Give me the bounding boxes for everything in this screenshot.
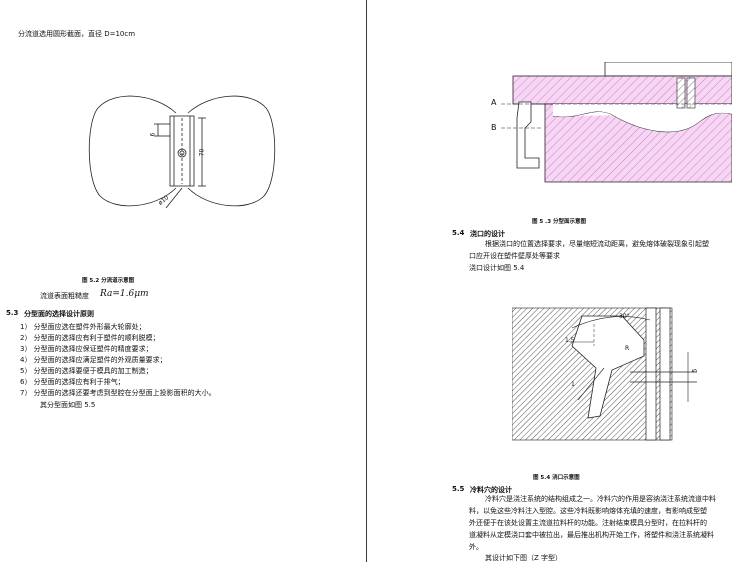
list-item: 7） 分型面的选择还要考虑到型腔在分型面上投影面积的大小。 bbox=[20, 389, 216, 397]
gate-figure bbox=[512, 307, 697, 441]
label-b: B bbox=[491, 123, 497, 132]
runner-bar bbox=[169, 115, 195, 187]
runner-figure bbox=[88, 95, 276, 209]
top-plate bbox=[604, 62, 732, 77]
figure-5-4-caption: 图 5.4 浇口示意图 bbox=[533, 475, 580, 481]
cold-well-line: 冷料穴是浇注系统的结构组成之一。冷料穴的作用是容纳浇注系统流道中料 bbox=[485, 495, 716, 503]
list-item: 1） 分型面应选在塑件外形最大轮廓处； bbox=[20, 323, 146, 331]
principles-list: 1） 分型面应选在塑件外形最大轮廓处； 2） 分型面的选择应有利于塑件的顺利脱模… bbox=[20, 322, 216, 399]
dim-1: 1 bbox=[571, 381, 575, 388]
list-item: 4） 分型面的选择应满足塑件的外观质量要求； bbox=[20, 356, 167, 364]
section-5-5-closing: 其设计如下图（Z 字型） bbox=[485, 554, 563, 562]
list-item: 3） 分型面的选择应保证塑件的精度要求； bbox=[20, 345, 153, 353]
right-page: A B 图 5 .3 分型面示意图 5.4 浇口的设计 根据浇口的位置选择要求，… bbox=[369, 0, 732, 562]
parting-figure bbox=[501, 62, 732, 183]
figure-5-2-caption: 图 5.2 分流道示意图 bbox=[82, 278, 135, 284]
dim-1-5: 1.5 bbox=[565, 337, 575, 344]
dim-70: 70 bbox=[198, 148, 206, 157]
gate-para-line1: 根据浇口的位置选择要求，尽量缩短流动距离，避免熔体破裂现象引起塑 bbox=[485, 240, 709, 248]
left-lobe-outline bbox=[88, 95, 177, 207]
ejector-hook bbox=[516, 101, 540, 169]
cold-well-line: 外还便于在该处设置主流道拉料杆的功能。注射结束模具分型时，在拉料杆的 bbox=[469, 519, 707, 527]
section-5-3-number: 5.3 bbox=[6, 309, 19, 317]
cold-well-line: 道凝料从定模浇口套中被拉出，最后推出机构开始工作，将塑件和浇注系统凝料 bbox=[469, 531, 714, 539]
gate-channel bbox=[571, 315, 645, 419]
roughness-formula: Ra=1.6μm bbox=[100, 289, 149, 299]
section-5-4-title: 浇口的设计 bbox=[470, 230, 505, 238]
list-item: 5） 分型面的选择要便于模具的加工制造； bbox=[20, 367, 153, 375]
dim-6: 6 bbox=[149, 132, 157, 137]
list-item: 6） 分型面的选择应有利于排气； bbox=[20, 378, 125, 386]
page-divider bbox=[365, 0, 367, 562]
section-5-3-title: 分型面的选择设计原则 bbox=[24, 310, 94, 318]
section-5-3-closing: 其分型面如图 5.5 bbox=[40, 401, 96, 409]
dim-5: 5 bbox=[691, 368, 699, 373]
label-a: A bbox=[491, 98, 497, 107]
gate-para-line3: 浇口设计如图 5.4 bbox=[469, 264, 525, 272]
figure-5-3-caption: 图 5 .3 分型面示意图 bbox=[532, 219, 586, 225]
dim-30deg: 30° bbox=[619, 313, 630, 320]
gate-para-line2: 口应开设在塑件壁厚处等要求 bbox=[469, 252, 560, 260]
dim-radius: R bbox=[625, 345, 630, 352]
fixed-plate-pink bbox=[512, 75, 732, 105]
section-5-4-number: 5.4 bbox=[452, 229, 465, 237]
cold-well-line: 外。 bbox=[469, 543, 483, 551]
left-page: 分流道选用圆形截面，直径 D=10cm 6 70 ø10 图 5.2 分流道示意… bbox=[6, 30, 276, 409]
roughness-label: 流道表面粗糙度 bbox=[40, 292, 89, 300]
list-item: 2） 分型面的选择应有利于塑件的顺利脱模； bbox=[20, 334, 160, 342]
right-lobe-outline bbox=[187, 95, 276, 207]
section-5-5-title: 冷料穴的设计 bbox=[470, 486, 512, 494]
section-5-5-number: 5.5 bbox=[452, 485, 465, 493]
cold-well-line: 料，以免这些冷料注入型腔。这些冷料既影响熔体充填的速度，有影响成型塑 bbox=[469, 507, 707, 515]
intro-line: 分流道选用圆形截面，直径 D=10cm bbox=[18, 30, 136, 38]
